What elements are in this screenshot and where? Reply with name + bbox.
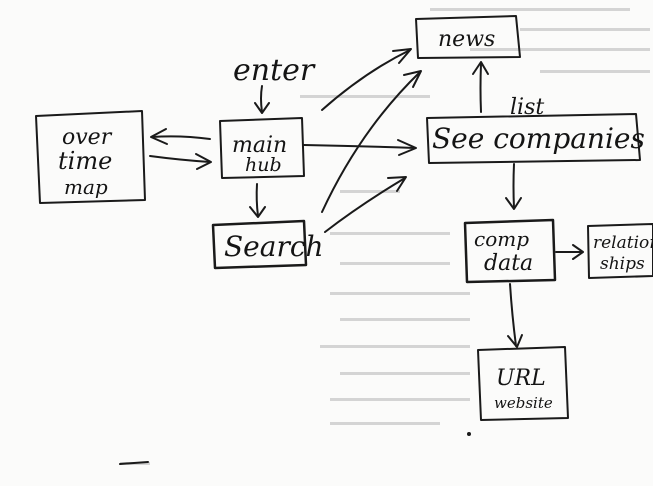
comp-data-line-2: data xyxy=(484,251,533,276)
enter-label: enter xyxy=(233,53,316,88)
arrow-see-companies-to-comp-data xyxy=(505,163,522,210)
overtime-map-box xyxy=(35,110,146,204)
arrow-enter-to-main-hub xyxy=(254,85,270,114)
search-label: Search xyxy=(224,230,324,263)
url-website-line-2: website xyxy=(494,394,553,412)
arrow-comp-data-to-relationships xyxy=(555,244,584,260)
main-hub-box xyxy=(219,117,305,179)
see-companies-label: See companies xyxy=(432,122,645,155)
comp-data-line-1: comp xyxy=(474,227,529,251)
url-website-box xyxy=(477,346,569,421)
bleed-through-texture xyxy=(120,8,650,465)
comp-data-box xyxy=(463,218,557,284)
search-box xyxy=(211,219,308,270)
arrow-main-hub-to-search xyxy=(249,183,266,218)
relationships-line-1: relation xyxy=(593,233,653,253)
arrow-search-to-see-companies xyxy=(324,176,407,233)
node-comp-data: comp data xyxy=(463,218,557,284)
arrow-comp-data-to-url-website xyxy=(507,283,523,348)
connectors xyxy=(149,48,584,348)
node-overtime-map: over time map xyxy=(35,110,146,204)
node-see-companies: See companies xyxy=(426,113,645,164)
overtime-map-line-3: map xyxy=(64,175,108,199)
arrow-main-hub-to-news xyxy=(321,48,412,111)
overtime-map-line-1: over xyxy=(62,125,113,150)
arrow-main-hub-to-overtime-map xyxy=(150,128,211,145)
main-hub-line-1: main xyxy=(232,133,287,158)
url-website-line-1: URL xyxy=(496,366,546,391)
arrow-overtime-map-to-main-hub xyxy=(149,153,212,170)
news-label: news xyxy=(438,27,495,52)
arrow-main-hub-to-see-companies xyxy=(303,139,417,156)
node-url-website: URL website xyxy=(477,346,569,421)
node-news: news xyxy=(415,15,521,59)
overtime-map-line-2: time xyxy=(58,147,112,175)
relationships-line-2: ships xyxy=(600,254,645,274)
news-box xyxy=(415,15,521,59)
node-search: Search xyxy=(211,219,324,270)
node-main-hub: main hub xyxy=(219,117,305,179)
stray-marks xyxy=(119,432,471,465)
relationships-box xyxy=(587,223,653,279)
arrow-search-to-news xyxy=(321,70,422,213)
main-hub-line-2: hub xyxy=(245,154,282,176)
arrow-see-companies-to-news xyxy=(472,61,489,113)
node-relationships: relation ships xyxy=(587,223,653,279)
see-companies-box xyxy=(426,113,641,164)
